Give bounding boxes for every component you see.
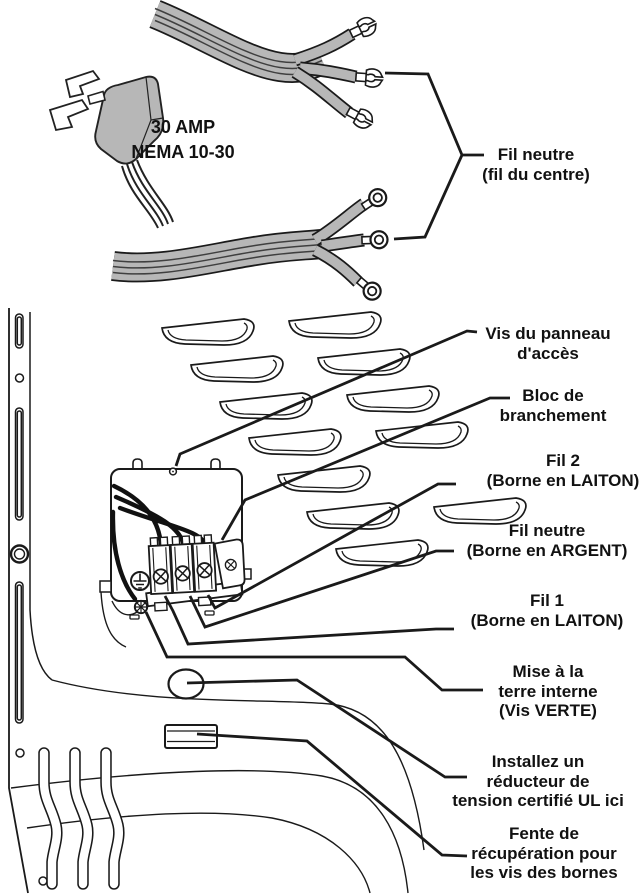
cable-strand-lines (112, 237, 323, 275)
plug-rating-line-2: NEMA 10-30 (131, 142, 235, 162)
spade-terminal-2 (354, 67, 384, 89)
panel-creases (10, 679, 425, 894)
callout-mise-a-la-terre: Mise à la terre interne (Vis VERTE) (498, 662, 598, 720)
callout-vis-panneau-acces: Vis du panneau d'accès (485, 324, 611, 363)
power-plug (48, 69, 174, 229)
spade-wires (291, 28, 358, 119)
leader-lines (144, 71, 510, 858)
leader-fil-neutre-bas (393, 154, 464, 241)
leader-fil-neutre-borne (188, 549, 454, 629)
terminal-access-box (99, 458, 252, 648)
leader-fil-2 (206, 482, 456, 610)
terminal-screw-silver (174, 564, 192, 582)
terminal-tower-2 (169, 535, 196, 594)
dryer-back-panel (8, 308, 425, 894)
callout-fil-neutre-borne: Fil neutre (Borne en ARGENT) (466, 521, 628, 560)
panel-vent-slots (9, 313, 48, 886)
cord-entry-hole (167, 668, 205, 700)
panel-left-edge (8, 308, 29, 894)
cable-ring-terminals (111, 184, 391, 305)
terminal-end-screw (224, 558, 238, 572)
plug-cord (121, 159, 174, 229)
leader-vis-panneau (174, 329, 478, 467)
terminal-block (145, 534, 246, 612)
ring-wires (311, 198, 368, 287)
green-ground-screw (133, 599, 149, 615)
leader-fente (196, 732, 468, 858)
box-mount-tabs (132, 458, 221, 469)
leader-fil-1 (163, 595, 454, 646)
cable-spade-terminals (149, 0, 384, 133)
leader-mise-a-la-terre (144, 611, 483, 692)
leader-bloc-branchement (220, 396, 510, 541)
terminal-screw-brass-2 (196, 561, 213, 579)
ring-terminal-2 (360, 229, 389, 250)
plug-blade-2 (48, 98, 90, 132)
ground-symbol (130, 571, 150, 591)
plug-facets (135, 76, 164, 160)
callout-bloc-branchement: Bloc de branchement (499, 386, 607, 425)
leader-reducteur (186, 678, 467, 779)
plug-blade-3 (87, 90, 106, 105)
plug-rating-label: 30 AMP NEMA 10-30 (131, 115, 234, 165)
screw-storage-slot (164, 724, 218, 749)
callout-reducteur-tension: Installez un réducteur de tension certif… (452, 752, 624, 810)
plug-rating-line-1: 30 AMP (150, 117, 216, 137)
callout-fil-1: Fil 1 (Borne en LAITON) (470, 591, 624, 630)
panel-inner-edge (29, 312, 53, 681)
terminal-screw-brass-1 (152, 568, 170, 586)
plug-blade-1 (64, 69, 101, 99)
callout-fil-2: Fil 2 (Borne en LAITON) (486, 451, 640, 490)
panel-ribs (38, 747, 125, 890)
leader-fil-neutre-haut (384, 71, 484, 157)
callout-fente-recuperation: Fente de récupération pour les vis des b… (470, 824, 618, 882)
terminal-tower-1 (147, 536, 174, 596)
callout-fil-neutre-centre: Fil neutre (fil du centre) (482, 145, 590, 184)
